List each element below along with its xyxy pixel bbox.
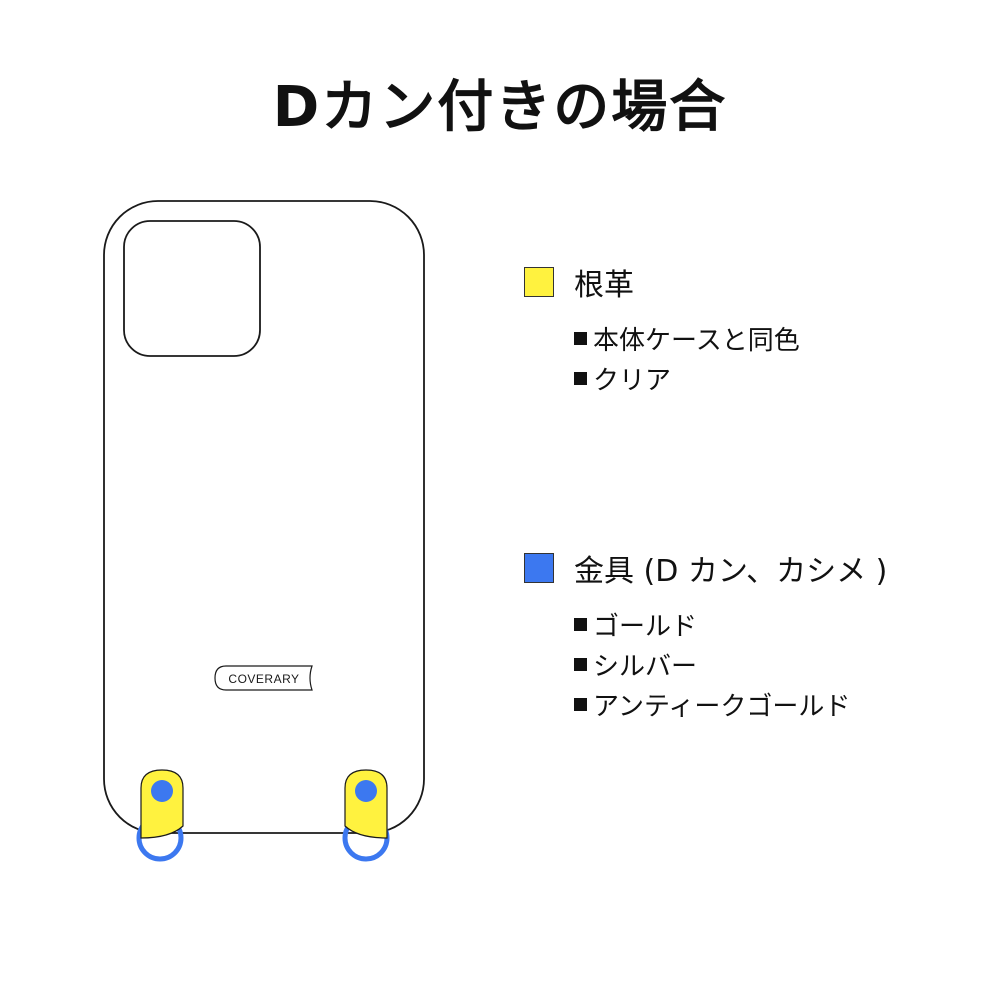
square-bullet-icon: [574, 657, 587, 671]
rivet-left: [151, 780, 173, 802]
brand-logo-text: COVERARY: [228, 672, 299, 686]
list-item: シルバー: [574, 644, 887, 684]
brand-tag: COVERARY: [214, 665, 313, 691]
page-title: Dカン付きの場合: [272, 75, 728, 140]
legend-label-hardware: 金具 (D カン、カシメ ): [574, 554, 888, 589]
square-bullet-icon: [574, 331, 587, 345]
camera-cutout: [123, 220, 261, 357]
list-item: クリア: [574, 358, 800, 398]
legend-hardware: 金具 (D カン、カシメ ) ゴールド シルバー アンティークゴールド: [524, 550, 887, 724]
phone-case-outline: [103, 200, 425, 834]
leather-options: 本体ケースと同色 クリア: [574, 318, 800, 398]
square-bullet-icon: [574, 697, 587, 711]
hardware-swatch: [524, 553, 554, 583]
list-item: ゴールド: [574, 604, 887, 644]
list-item: アンティークゴールド: [574, 684, 887, 724]
hardware-options: ゴールド シルバー アンティークゴールド: [574, 604, 887, 724]
strap-holder-right: [342, 769, 390, 862]
legend-leather: 根革 本体ケースと同色 クリア: [524, 264, 800, 398]
leather-tab-right: [344, 769, 388, 839]
legend-label-leather: 根革: [574, 268, 634, 303]
square-bullet-icon: [574, 617, 587, 631]
strap-holder-left: [136, 769, 184, 862]
rivet-right: [355, 780, 377, 802]
leather-swatch: [524, 267, 554, 297]
list-item: 本体ケースと同色: [574, 318, 800, 358]
square-bullet-icon: [574, 371, 587, 385]
leather-tab-left: [140, 769, 184, 839]
